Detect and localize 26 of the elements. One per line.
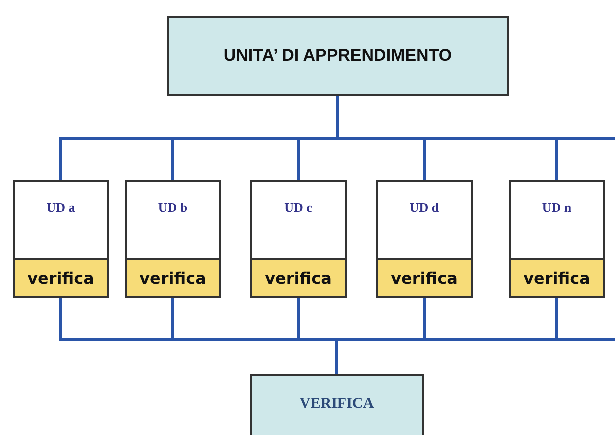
node-label: VERIFICA <box>300 396 374 413</box>
node-label: UD c <box>284 200 312 216</box>
process-box <box>250 374 424 435</box>
node-label: verifica <box>140 268 206 288</box>
check-box <box>509 258 605 298</box>
node-label: verifica <box>28 268 94 288</box>
node-label: UD b <box>158 200 188 216</box>
unit-box <box>125 180 221 298</box>
unit-box <box>509 180 605 298</box>
node-label: verifica <box>524 268 590 288</box>
check-box <box>250 258 347 298</box>
node-label: UNITA’ DI APPRENDIMENTO <box>224 46 452 66</box>
node-label: verifica <box>265 268 332 288</box>
connector-line <box>336 298 558 374</box>
check-box <box>125 258 221 298</box>
unit-box <box>13 180 109 298</box>
node-label: UD d <box>410 200 440 216</box>
node-label: UD n <box>542 200 572 216</box>
connector-line <box>336 96 558 180</box>
node-label: verifica <box>391 268 458 288</box>
title-box <box>167 16 509 96</box>
check-box <box>376 258 473 298</box>
node-label: UD a <box>46 200 76 216</box>
unit-box <box>376 180 473 298</box>
unit-box <box>250 180 347 298</box>
check-box <box>13 258 109 298</box>
